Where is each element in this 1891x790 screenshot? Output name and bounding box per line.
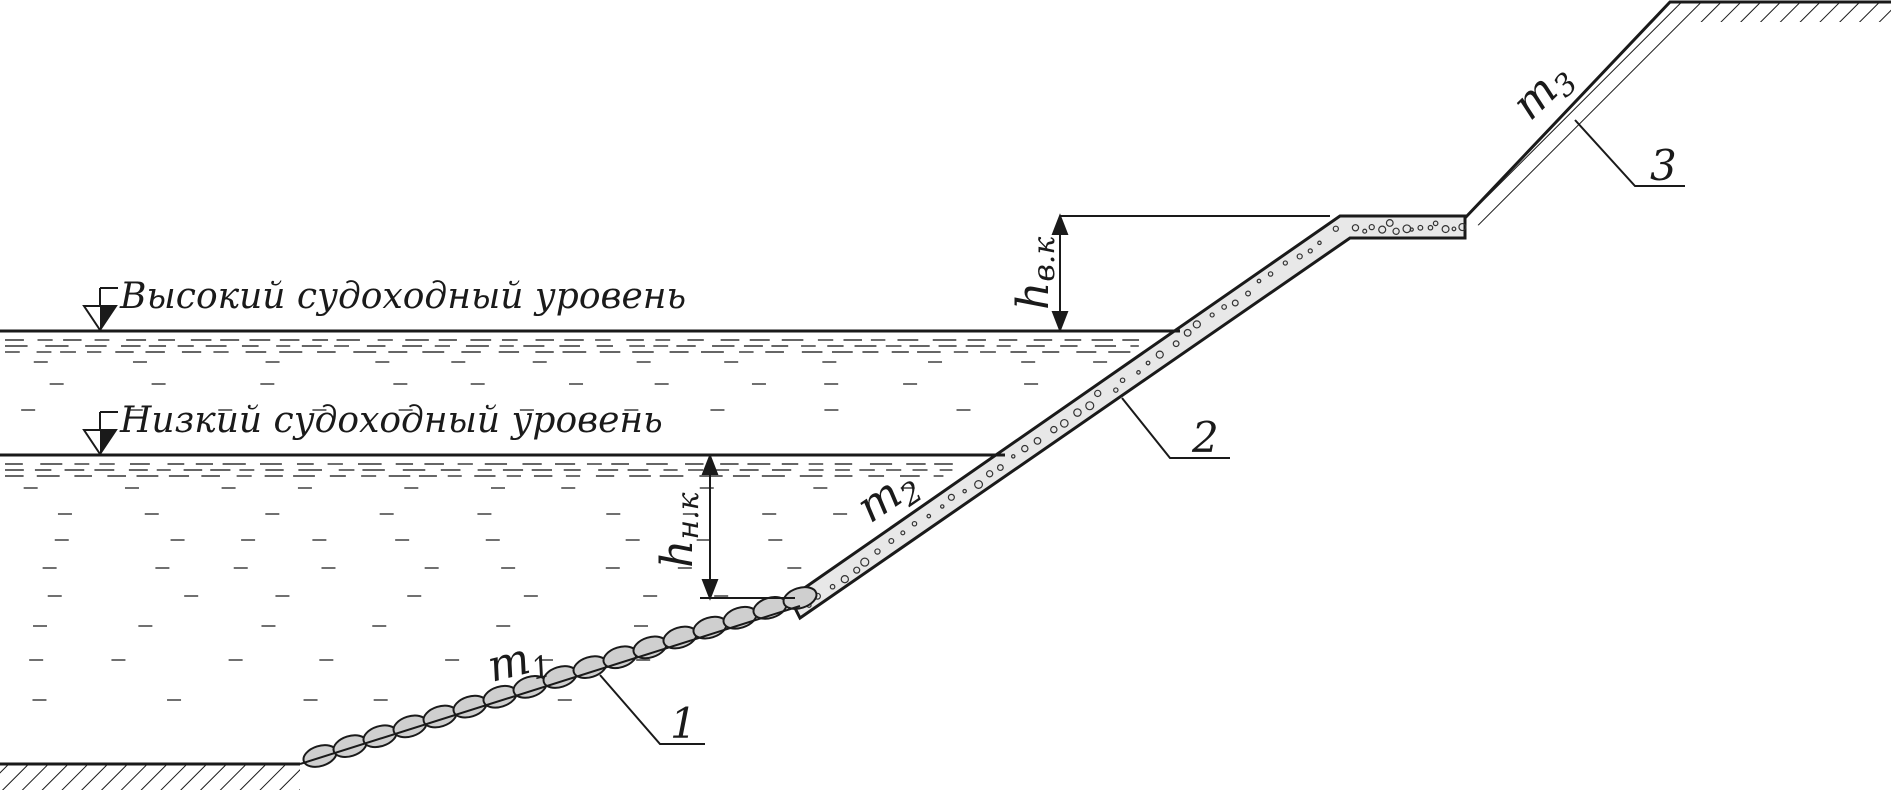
- aggregate: [1145, 360, 1151, 366]
- aggregate: [829, 583, 836, 590]
- aggregate: [1183, 328, 1192, 337]
- aggregate: [1409, 227, 1414, 232]
- aggregate: [1209, 312, 1215, 318]
- low-level-label: Низкий судоходный уровень: [119, 400, 663, 441]
- aggregate: [1033, 436, 1042, 445]
- callout-3-leader: [1574, 119, 1685, 187]
- aggregate: [1010, 454, 1016, 459]
- aggregate: [853, 566, 861, 574]
- aggregate: [1245, 290, 1252, 297]
- aggregate: [1136, 370, 1141, 375]
- h-lower-label: hн.к: [652, 492, 706, 568]
- aggregate: [1385, 219, 1394, 227]
- aggregate: [1256, 278, 1262, 284]
- callout-1-leader: [599, 674, 705, 745]
- aggregate: [1085, 401, 1095, 411]
- aggregate: [1362, 228, 1368, 234]
- callout-2-leader: [1121, 397, 1230, 459]
- aggregate: [1119, 377, 1126, 384]
- aggregate: [985, 470, 994, 478]
- concrete-lining: [788, 214, 1467, 621]
- aggregate: [1282, 260, 1288, 266]
- dimension-lower: [700, 453, 795, 601]
- aggregate: [947, 493, 955, 501]
- aggregate: [1392, 227, 1400, 235]
- stone-riprap: [302, 586, 818, 768]
- water-level-lines: [0, 329, 1180, 457]
- aggregate: [1021, 444, 1029, 453]
- slope-m1-line: [299, 605, 801, 765]
- callout-3-label: 3: [1650, 141, 1677, 190]
- aggregate: [1172, 340, 1180, 348]
- aggregate: [1307, 248, 1313, 254]
- aggregate: [1231, 299, 1239, 307]
- aggregate: [1094, 389, 1102, 398]
- aggregate: [900, 530, 906, 536]
- aggregate: [1296, 253, 1303, 260]
- aggregate: [962, 488, 967, 494]
- aggregate: [1451, 226, 1457, 232]
- aggregate: [996, 464, 1004, 472]
- aggregate: [1050, 425, 1058, 434]
- level-marker-low: [82, 411, 118, 456]
- aggregate: [1221, 304, 1228, 310]
- aggregate: [974, 480, 984, 489]
- aggregate: [1368, 223, 1375, 231]
- aggregate: [1441, 225, 1450, 234]
- callout-2-label: 2: [1191, 413, 1219, 462]
- aggregate: [860, 557, 870, 567]
- aggregate: [1332, 225, 1339, 232]
- aggregate: [1432, 220, 1439, 227]
- aggregate: [1267, 271, 1274, 277]
- concrete-aggregate: [806, 219, 1467, 608]
- aggregate: [1192, 320, 1201, 329]
- aggregate: [1059, 418, 1069, 428]
- callout-1-label: 1: [670, 699, 697, 748]
- water-hatching: [5, 339, 1140, 701]
- aggregate: [1427, 224, 1434, 231]
- aggregate: [1458, 222, 1467, 232]
- aggregate: [888, 537, 895, 544]
- aggregate: [1317, 240, 1322, 246]
- aggregate: [926, 513, 932, 519]
- stone: [782, 586, 818, 610]
- h-upper-label: hв.к: [1008, 237, 1062, 310]
- aggregate: [1155, 350, 1164, 359]
- dimension-upper: [1051, 213, 1330, 333]
- level-marker-high: [82, 287, 118, 332]
- aggregate: [911, 520, 918, 527]
- aggregate: [1113, 387, 1119, 393]
- high-level-label: Высокий судоходный уровень: [119, 276, 686, 317]
- aggregate: [1417, 224, 1424, 231]
- aggregate: [1378, 225, 1387, 234]
- aggregate: [874, 548, 881, 555]
- aggregate: [1073, 408, 1082, 417]
- ground-line: [0, 0, 1891, 766]
- aggregate: [939, 504, 945, 509]
- aggregate: [1351, 224, 1360, 232]
- aggregate: [840, 575, 850, 584]
